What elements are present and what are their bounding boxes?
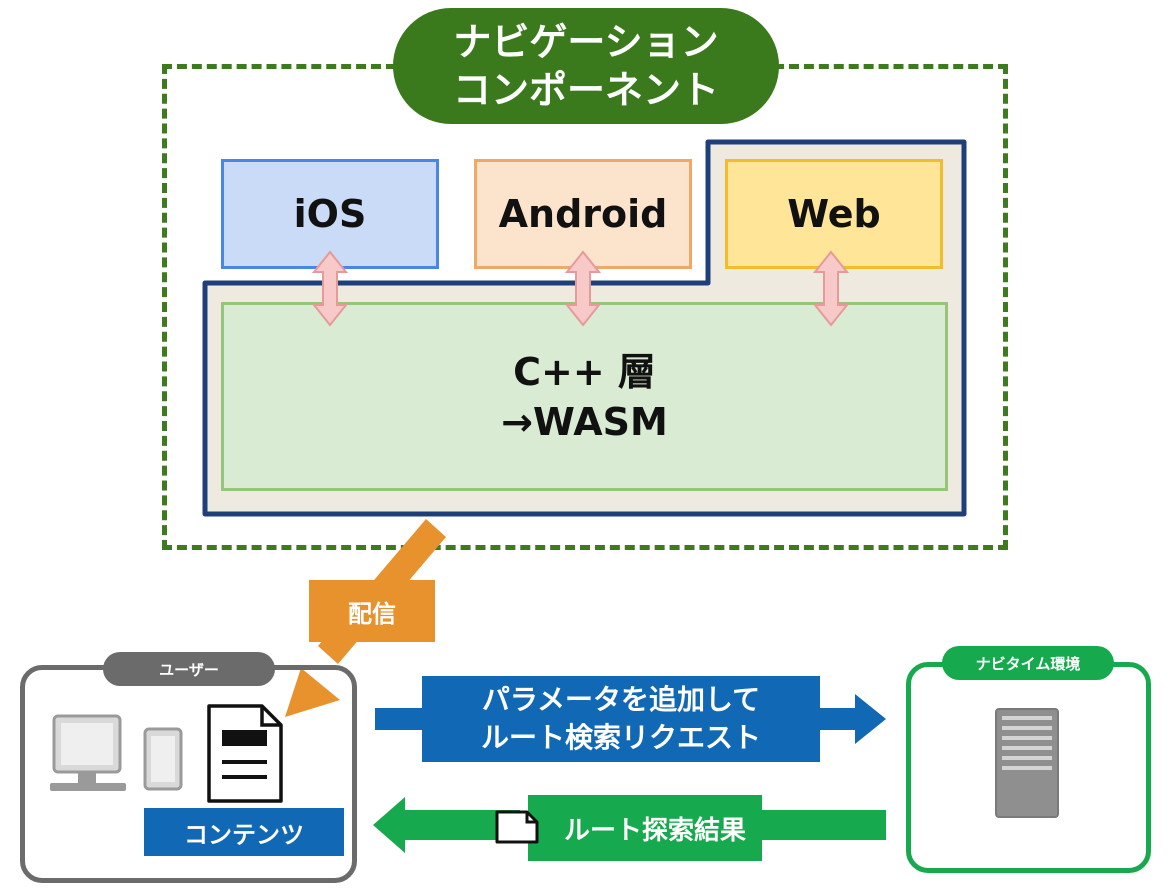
navitime-environment-badge-text: ナビタイム環境 bbox=[975, 654, 1081, 673]
content-label: コンテンツ bbox=[144, 808, 344, 856]
web-platform-box: Web bbox=[725, 159, 943, 269]
navigation-component-title: ナビゲーション コンポーネント bbox=[393, 8, 779, 124]
cpp-layer-line2: →WASM bbox=[501, 399, 668, 444]
delivery-label-text: 配信 bbox=[348, 599, 396, 628]
content-document-icon bbox=[207, 704, 283, 803]
tablet-icon bbox=[143, 727, 183, 791]
nav-title-line1: ナビゲーション bbox=[453, 20, 719, 64]
route-search-request-label: パラメータを追加して ルート検索リクエスト bbox=[422, 676, 820, 762]
ios-cpp-double-arrow bbox=[311, 250, 349, 327]
user-badge: ユーザー bbox=[103, 652, 275, 686]
route-result-label: ルート探索結果 bbox=[548, 795, 762, 861]
request-line2: ルート検索リクエスト bbox=[480, 721, 761, 754]
delivery-label: 配信 bbox=[309, 580, 435, 642]
ios-label: iOS bbox=[293, 192, 367, 236]
server-rack-icon bbox=[995, 708, 1059, 818]
request-arrow bbox=[375, 676, 886, 762]
navitime-environment-badge: ナビタイム環境 bbox=[942, 646, 1114, 680]
cpp-layer-line1: C++ 層 bbox=[513, 349, 656, 394]
web-cpp-double-arrow bbox=[812, 250, 850, 327]
result-document-icon bbox=[495, 810, 539, 844]
navitime-environment-group bbox=[906, 662, 1151, 873]
result-arrow bbox=[373, 795, 886, 861]
monitor-icon bbox=[50, 714, 126, 791]
android-label: Android bbox=[498, 192, 668, 236]
web-label: Web bbox=[787, 192, 881, 236]
android-cpp-double-arrow bbox=[564, 250, 602, 327]
user-badge-text: ユーザー bbox=[159, 660, 219, 679]
route-result-text: ルート探索結果 bbox=[563, 815, 746, 846]
delivery-arrow bbox=[285, 519, 446, 717]
content-label-text: コンテンツ bbox=[184, 820, 304, 849]
request-line1: パラメータを追加して bbox=[481, 683, 761, 716]
nav-title-line2: コンポーネント bbox=[452, 68, 719, 112]
